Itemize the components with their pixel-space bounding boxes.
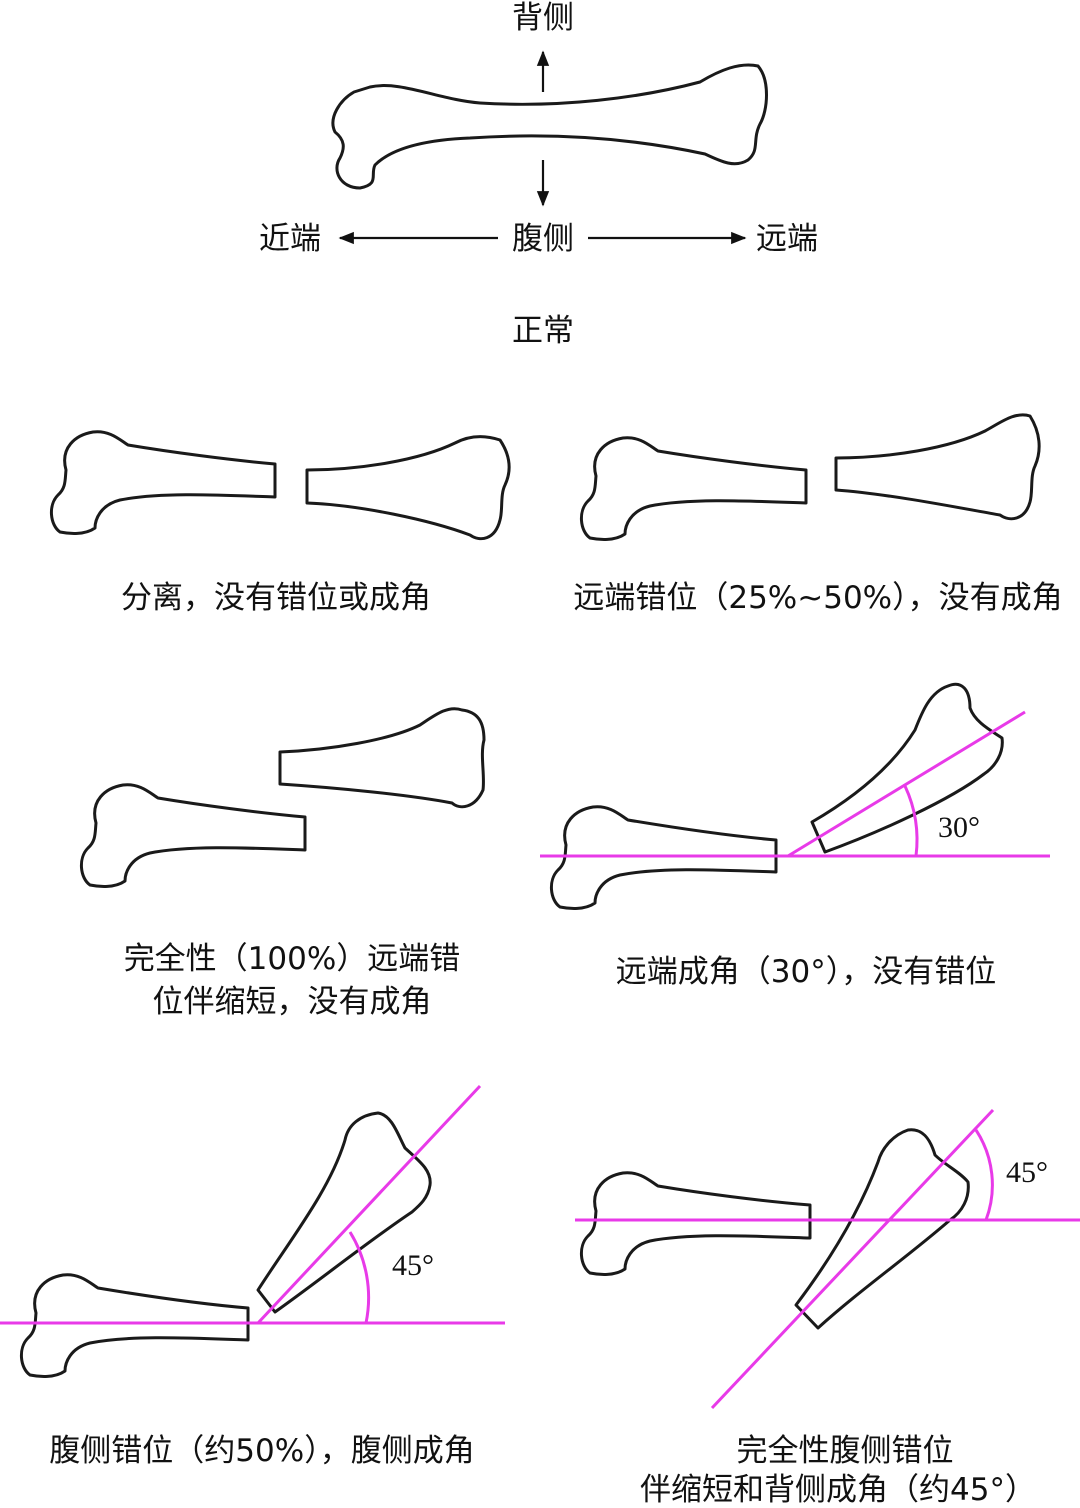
angle-arc [903,785,919,857]
normal-femur [331,63,768,190]
distal-label: 远端 [756,221,818,257]
caption-line: 远端错位（25%~50%），没有成角 [573,580,1062,616]
caption-line: 远端成角（30°），没有错位 [616,954,996,990]
distal-fragment [810,682,1004,854]
caption-line: 分离，没有错位或成角 [121,580,431,616]
panel-distal-displacement: 远端错位（25%~50%），没有成角 [573,413,1063,616]
panel-complete-displacement: 完全性（100%）远端错 位伴缩短，没有成角 [80,707,486,1020]
angle-arc [348,1231,371,1324]
proximal-fragment [580,436,808,541]
ventral-label: 腹侧 [512,221,574,257]
proximal-fragment [20,1273,250,1378]
angle-arc [974,1129,994,1221]
caption-line-1: 完全性（100%）远端错 [124,941,461,977]
normal-panel: 背侧 腹侧 近端 远端 正常 [259,0,818,349]
angle-label: 45° [392,1249,434,1282]
caption-line-1: 完全性腹侧错位 [737,1433,954,1469]
normal-title: 正常 [512,313,574,349]
caption-line-2: 位伴缩短，没有成角 [153,984,432,1020]
angle-line [787,710,1026,858]
caption-line-2: 伴缩短和背侧成角（约45°） [640,1472,1036,1508]
angle-label: 45° [1006,1156,1048,1189]
distal-fragment [305,435,511,541]
angle-line [710,1108,995,1410]
angle-line [256,1084,482,1325]
proximal-label: 近端 [259,221,321,257]
distal-fragment [256,1111,432,1314]
panel-ventral-displacement: 45° 腹侧错位（约50%），腹侧成角 [0,1084,505,1469]
proximal-fragment [80,783,307,888]
angle-label: 30° [938,811,980,844]
panel-distal-angulation: 30° 远端成角（30°），没有错位 [540,682,1050,990]
panel-complete-ventral: 45° 完全性腹侧错位 伴缩短和背侧成角（约45°） [575,1108,1080,1508]
distal-fragment [278,707,486,809]
proximal-fragment [50,430,277,535]
proximal-fragment [580,1171,812,1276]
dorsal-label: 背侧 [512,0,574,36]
panel-separation: 分离，没有错位或成角 [50,430,511,616]
caption-line: 腹侧错位（约50%），腹侧成角 [49,1433,474,1469]
proximal-fragment [550,805,778,910]
distal-fragment [834,413,1041,521]
